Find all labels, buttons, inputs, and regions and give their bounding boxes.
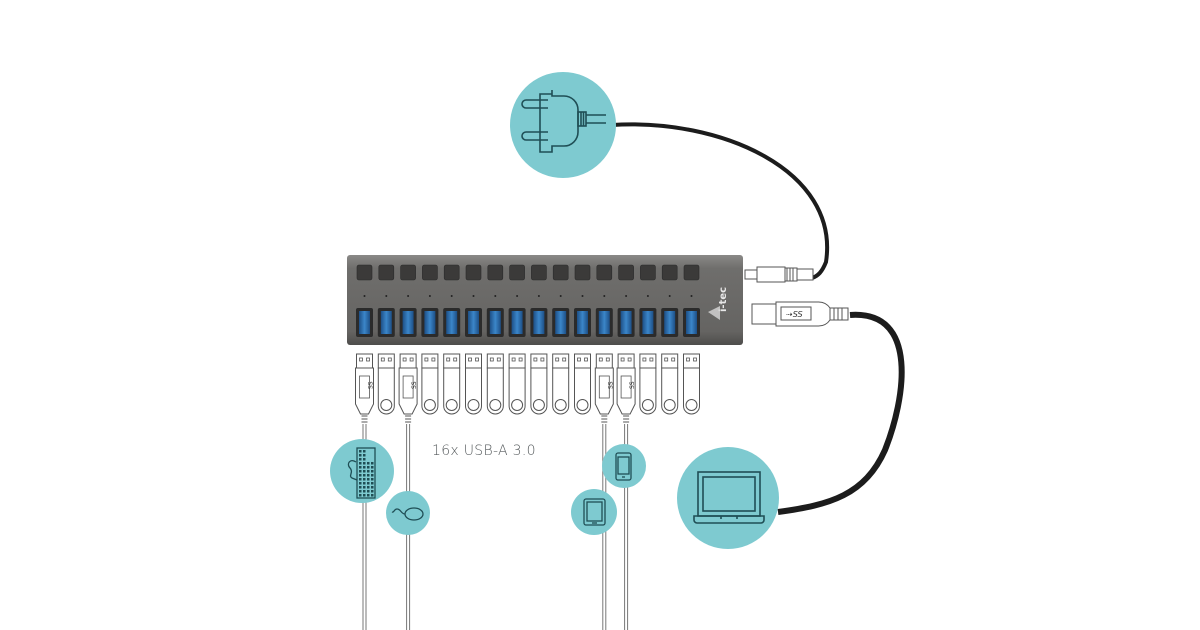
port-power-button[interactable]: [487, 264, 504, 281]
port-led: [385, 295, 388, 297]
svg-text:SS: SS: [607, 381, 614, 389]
port-led: [668, 295, 671, 297]
keyboard-icon: [347, 447, 376, 499]
usb-b-connector: ⇢SS: [751, 301, 849, 327]
usb-flash-drive: [486, 353, 504, 415]
usb-a-port-tongue: [359, 311, 370, 334]
usb-a-port-tongue: [555, 311, 567, 334]
port-led: [516, 295, 519, 297]
usb-a-port-tongue: [620, 311, 632, 334]
usb-flash-drive: [377, 353, 395, 415]
usb-a-port-tongue: [511, 311, 523, 334]
usb-a-port-tongue: [489, 311, 501, 334]
laptop-icon: [693, 471, 765, 524]
port-led: [559, 295, 562, 297]
svg-text:SS: SS: [368, 381, 375, 389]
power-plug-icon: [521, 90, 606, 153]
port-power-button[interactable]: [531, 264, 547, 281]
mouse-node: [386, 491, 430, 535]
port-power-button[interactable]: [400, 264, 416, 281]
keyboard-node: [330, 439, 394, 503]
usb-flash-drive: [421, 353, 439, 415]
usb-a-port-tongue: [424, 311, 436, 334]
port-led: [472, 295, 475, 297]
usb-flash-drive: [683, 353, 700, 415]
port-power-button[interactable]: [661, 264, 678, 281]
usb-flash-drive: [508, 353, 526, 415]
port-led: [537, 295, 540, 297]
usb-a-port-tongue: [664, 311, 676, 334]
ports-label: 16x USB-A 3.0: [432, 443, 536, 459]
port-led: [625, 295, 628, 297]
usb-a-port-tongue: [533, 311, 545, 334]
usb-a-port-tongue: [598, 311, 610, 334]
usb-cable-plug: SS: [398, 353, 418, 630]
usb-a-port-tongue: [402, 311, 414, 334]
smartphone-node: [602, 444, 646, 488]
upstream-usb-cable: [777, 311, 905, 515]
brand-mark: [708, 306, 720, 320]
laptop-node: [677, 447, 779, 549]
usb-cable-plug: SS: [616, 353, 636, 630]
usb-flash-drive: [574, 353, 591, 415]
usb-flash-drive: [465, 353, 482, 415]
usb-a-port-tongue: [577, 311, 588, 334]
mouse-icon: [391, 507, 424, 521]
usb-flash-drive: [639, 353, 657, 415]
usb-flash-drive: [661, 353, 679, 415]
usb-a-port-tongue: [446, 311, 458, 334]
dc-power-plug: [744, 266, 814, 283]
port-power-button[interactable]: [596, 264, 613, 281]
usb-flash-drive: [552, 353, 570, 415]
svg-text:SS: SS: [411, 381, 418, 389]
port-led: [450, 295, 453, 297]
usb-flash-drive: [443, 353, 461, 415]
port-power-button[interactable]: [378, 264, 395, 281]
power-adapter-node: [510, 72, 616, 178]
tablet-node: [571, 489, 617, 535]
usb-a-port-tongue: [642, 311, 654, 334]
port-power-button[interactable]: [443, 264, 460, 281]
usb-hub: i-tec: [347, 255, 743, 345]
port-led: [603, 295, 606, 297]
port-power-button[interactable]: [683, 264, 700, 281]
port-led: [407, 295, 410, 297]
port-led: [581, 295, 584, 297]
port-led: [363, 295, 366, 297]
port-power-button[interactable]: [356, 264, 373, 281]
tablet-icon: [583, 498, 606, 526]
svg-text:i-tec: i-tec: [718, 287, 729, 312]
usb-a-port-tongue: [686, 311, 697, 334]
svg-text:SS: SS: [629, 381, 636, 389]
smartphone-icon: [615, 452, 632, 481]
ss-usb-logo: ⇢SS: [786, 310, 803, 319]
port-power-button[interactable]: [574, 264, 591, 281]
brand-logo: i-tec: [718, 287, 729, 312]
port-power-button[interactable]: [618, 264, 634, 281]
port-power-button[interactable]: [422, 264, 438, 281]
port-power-button[interactable]: [552, 264, 569, 281]
port-power-button[interactable]: [509, 264, 525, 281]
usb-flash-drive: [530, 353, 548, 415]
port-led: [428, 295, 431, 297]
power-cable: [611, 122, 830, 280]
port-led: [690, 295, 693, 297]
port-power-button[interactable]: [465, 264, 482, 281]
usb-a-port-tongue: [380, 311, 392, 334]
port-led: [646, 295, 649, 297]
port-power-button[interactable]: [640, 264, 656, 281]
usb-a-port-tongue: [468, 311, 479, 334]
port-led: [494, 295, 497, 297]
